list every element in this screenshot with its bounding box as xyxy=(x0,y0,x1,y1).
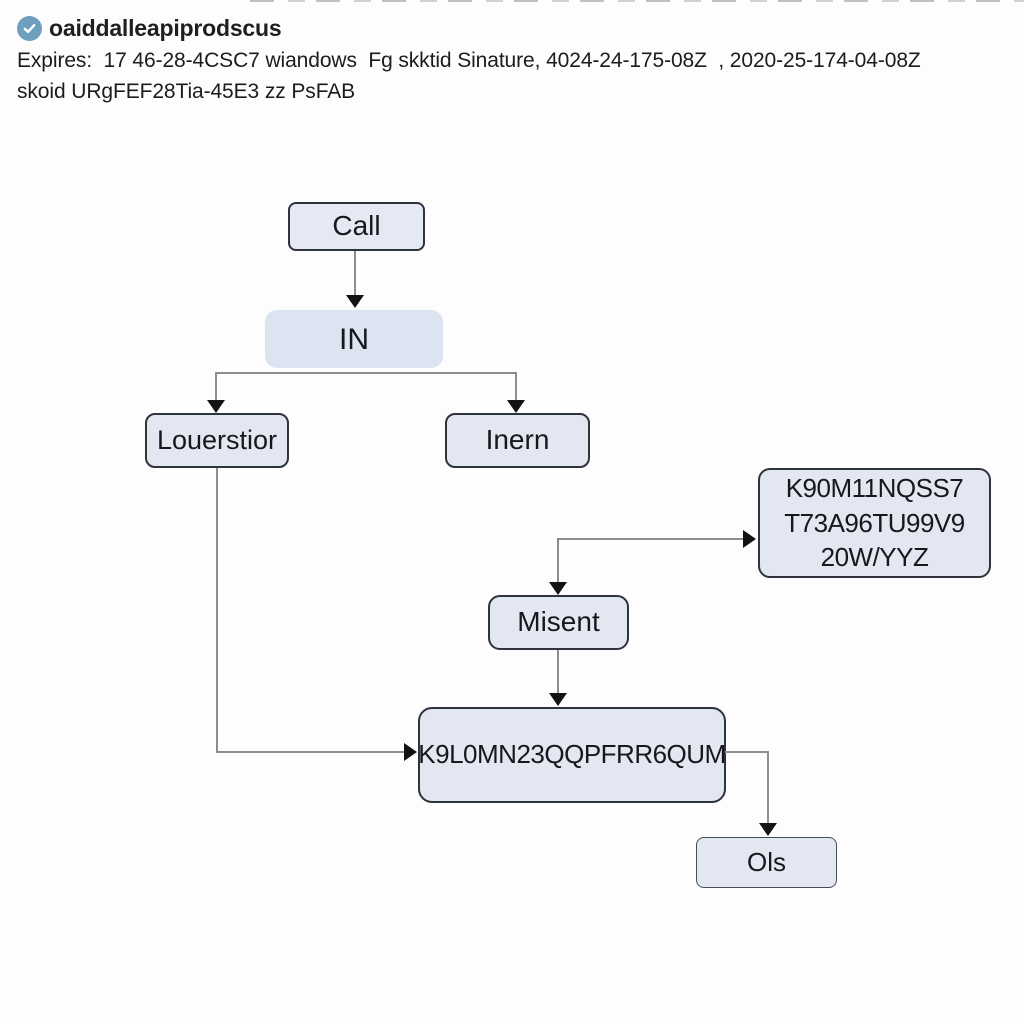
edge-in-to-inern-segment xyxy=(515,372,517,400)
arrowhead-fork-to-misent xyxy=(549,582,567,595)
edge-misent-to-k9l0mn-segment xyxy=(557,650,559,693)
flow-node-louerstior-label: Louerstior xyxy=(156,424,278,455)
flow-node-misent: Misent xyxy=(488,595,629,650)
flow-node-ols-label: Ols xyxy=(747,846,786,877)
arrowhead-louerstior-to-k9l0mn xyxy=(404,743,417,761)
flow-node-call: Call xyxy=(288,202,425,251)
top-cropped-text-artifact xyxy=(250,0,1024,2)
flow-node-ols: Ols xyxy=(696,837,837,888)
arrowhead-fork-to-k90m11 xyxy=(743,530,756,548)
flow-node-k9l0mn-label: K9L0MN23QQPFRR6QUM xyxy=(418,739,726,770)
arrowhead-in-to-louerstior xyxy=(207,400,225,413)
arrowhead-in-to-inern xyxy=(507,400,525,413)
flow-node-inern-label: Inern xyxy=(485,424,550,456)
header: oaiddalleapiprodscus Expires: 17 46-28-4… xyxy=(17,14,1007,104)
edge-k9l0mn-to-ols-vertical-segment xyxy=(767,751,769,823)
flow-node-in-label: IN xyxy=(339,322,369,356)
flow-node-k9l0mn: K9L0MN23QQPFRR6QUM xyxy=(418,707,726,803)
arrowhead-call-to-in xyxy=(346,295,364,308)
flow-node-louerstior: Louerstior xyxy=(145,413,289,468)
arrowhead-k9l0mn-to-ols xyxy=(759,823,777,836)
flow-node-call-label: Call xyxy=(332,210,381,242)
flow-node-k90m11-label: K90M11NQSS7 T73A96TU99V9 20W/YYZ xyxy=(784,473,965,573)
page-title: oaiddalleapiprodscus xyxy=(49,14,282,41)
edge-in-branch-horizontal-segment xyxy=(215,372,517,374)
edge-k9l0mn-to-ols-horizontal-segment xyxy=(725,751,769,753)
edge-in-to-louerstior-segment xyxy=(215,372,217,400)
edge-fork-to-misent-segment xyxy=(557,538,559,582)
header-skoid-line: skoid URgFEF28Tia-45E3 zz PsFAB xyxy=(17,80,356,103)
header-title-row: oaiddalleapiprodscus xyxy=(17,14,1007,42)
arrowhead-misent-to-k9l0mn xyxy=(549,693,567,706)
header-expires-line: Expires: 17 46-28-4CSC7 wiandows Fg skkt… xyxy=(17,49,921,72)
edge-louerstior-to-k9l0mn-horizontal-segment xyxy=(216,751,404,753)
edge-fork-to-k90m11-segment xyxy=(557,538,743,540)
edge-louerstior-to-k9l0mn-vertical-segment xyxy=(216,468,218,753)
flow-node-k90m11: K90M11NQSS7 T73A96TU99V9 20W/YYZ xyxy=(758,468,991,578)
edge-call-to-in-segment xyxy=(354,251,356,295)
flow-node-misent-label: Misent xyxy=(517,606,600,638)
flow-node-inern: Inern xyxy=(445,413,590,468)
flow-node-in: IN xyxy=(265,310,443,368)
check-circle-icon xyxy=(17,15,42,41)
